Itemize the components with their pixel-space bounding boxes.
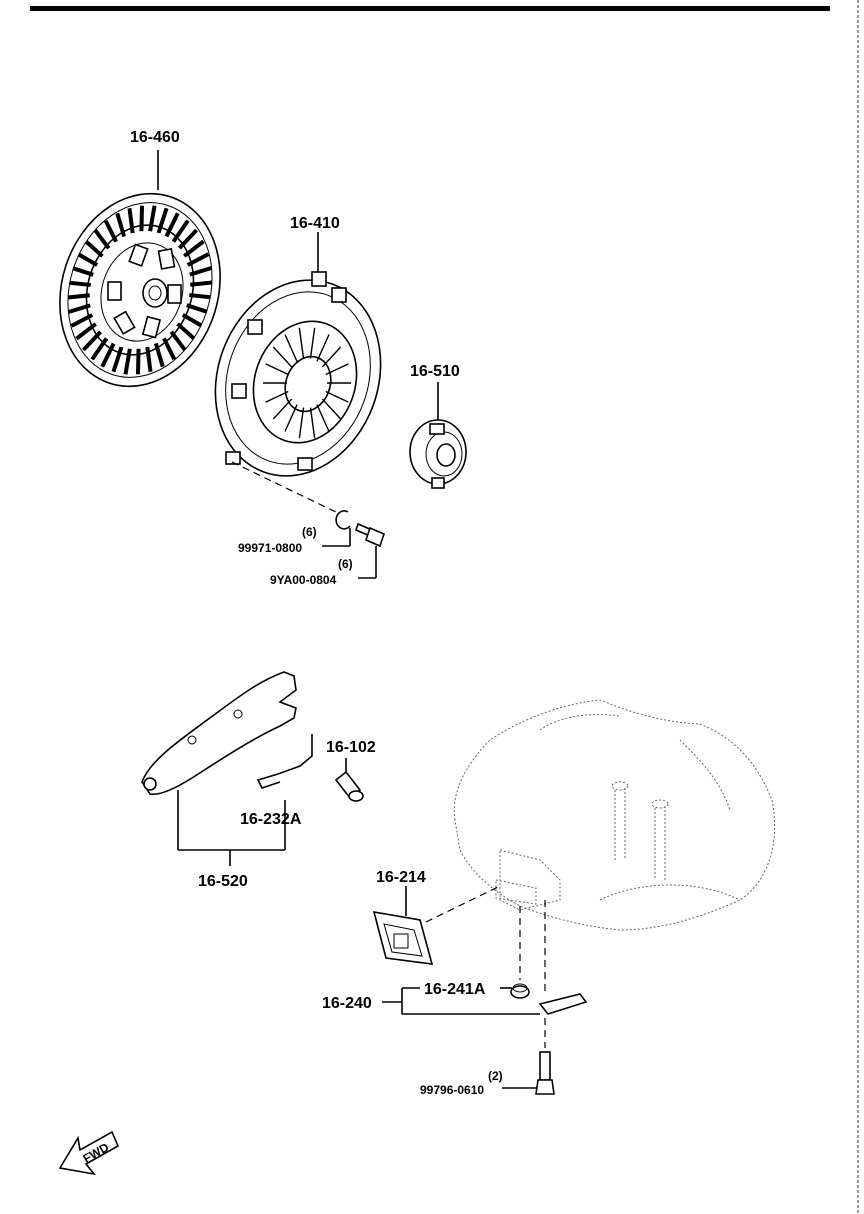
top-rule xyxy=(30,6,830,11)
facing-segment xyxy=(162,337,177,361)
facing-segment xyxy=(148,205,157,232)
label-bolt: 9YA00-0804 xyxy=(270,573,337,587)
diaphragm-finger xyxy=(284,404,298,432)
diaphragm-finger xyxy=(309,407,316,439)
facing-segment xyxy=(70,313,94,328)
release-bearing xyxy=(409,382,467,489)
diaphragm-finger xyxy=(265,390,289,403)
facing-segment xyxy=(68,303,91,314)
diaphragm-finger xyxy=(298,407,305,439)
mount-bolt xyxy=(502,1018,555,1095)
diaphragm-finger xyxy=(309,327,316,359)
facing-segment xyxy=(181,313,203,328)
facing-segment xyxy=(177,228,199,250)
facing-segment xyxy=(69,280,91,287)
facing-segment xyxy=(156,207,169,234)
facing-segment xyxy=(176,322,196,340)
facing-segment xyxy=(103,219,118,243)
diaphragm-finger xyxy=(316,404,330,432)
fork-spring xyxy=(256,734,313,789)
facing-segment xyxy=(153,342,165,368)
facing-segment xyxy=(183,239,205,258)
label-spring: 16-232A xyxy=(240,811,302,828)
diaphragm-fingers xyxy=(263,327,351,439)
facing-segment xyxy=(190,280,213,287)
facing-segment xyxy=(127,208,135,234)
facing-segment xyxy=(189,293,211,300)
lock-washer xyxy=(322,510,351,547)
facing-segment xyxy=(169,330,187,351)
clutch-disc xyxy=(59,150,221,388)
facing-segment xyxy=(123,348,132,375)
diaphragm-finger xyxy=(272,398,293,420)
label-boot: 16-214 xyxy=(376,869,426,886)
label-mount-bolt-qty: (2) xyxy=(488,1069,503,1083)
label-clutch-cover: 16-410 xyxy=(290,215,340,232)
facing-segment xyxy=(72,266,94,277)
transaxle-housing xyxy=(453,699,776,931)
facing-segment xyxy=(186,252,210,267)
label-bolt-qty: (6) xyxy=(338,557,353,571)
facing-segment xyxy=(186,303,208,314)
mount-bracket xyxy=(382,900,588,1015)
facing-segment xyxy=(111,346,124,373)
label-release-bearing: 16-510 xyxy=(410,363,460,380)
facing-segment xyxy=(115,212,127,238)
label-lock-washer: 99971-0800 xyxy=(238,541,302,555)
diaphragm-finger xyxy=(265,363,289,376)
diaphragm-finger xyxy=(284,334,298,362)
diaphragm-finger xyxy=(272,346,293,368)
facing-segment xyxy=(100,342,116,368)
release-fork xyxy=(141,671,297,866)
facing-segment xyxy=(84,240,104,258)
facing-segment xyxy=(81,330,103,352)
label-lock-washer-qty: (6) xyxy=(302,525,317,539)
fwd-arrow-icon: FWD xyxy=(58,1130,120,1176)
label-clutch-disc: 16-460 xyxy=(130,129,180,146)
facing-segment xyxy=(139,205,145,232)
label-release-fork: 16-520 xyxy=(198,873,248,890)
diaphragm-finger xyxy=(321,398,342,420)
diaphragm-finger xyxy=(325,390,349,403)
diaphragm-finger xyxy=(325,363,349,376)
facing-segment xyxy=(164,212,180,238)
friction-facing xyxy=(67,205,213,375)
facing-segment xyxy=(189,266,212,277)
facing-segment xyxy=(93,229,111,250)
facing-segment xyxy=(75,322,97,341)
label-mount-bolt: 99796-0610 xyxy=(420,1083,484,1097)
clutch-cover xyxy=(214,232,382,477)
pivot-bolt xyxy=(334,758,364,802)
cover-bolt xyxy=(355,522,385,579)
diaphragm-finger xyxy=(321,346,342,368)
label-bracket: 16-240 xyxy=(322,995,372,1012)
facing-segment xyxy=(135,348,141,375)
diaphragm-finger xyxy=(316,334,330,362)
leader-cover-to-bolt xyxy=(231,461,341,515)
fork-boot xyxy=(372,885,501,965)
facing-segment xyxy=(171,219,190,243)
diaphragm-finger xyxy=(298,327,305,359)
label-bracket-cap: 16-241A xyxy=(424,981,486,998)
facing-segment xyxy=(145,346,153,372)
facing-segment xyxy=(67,293,90,300)
facing-segment xyxy=(90,337,109,361)
label-pivot-bolt: 16-102 xyxy=(326,739,376,756)
facing-segment xyxy=(77,252,99,267)
